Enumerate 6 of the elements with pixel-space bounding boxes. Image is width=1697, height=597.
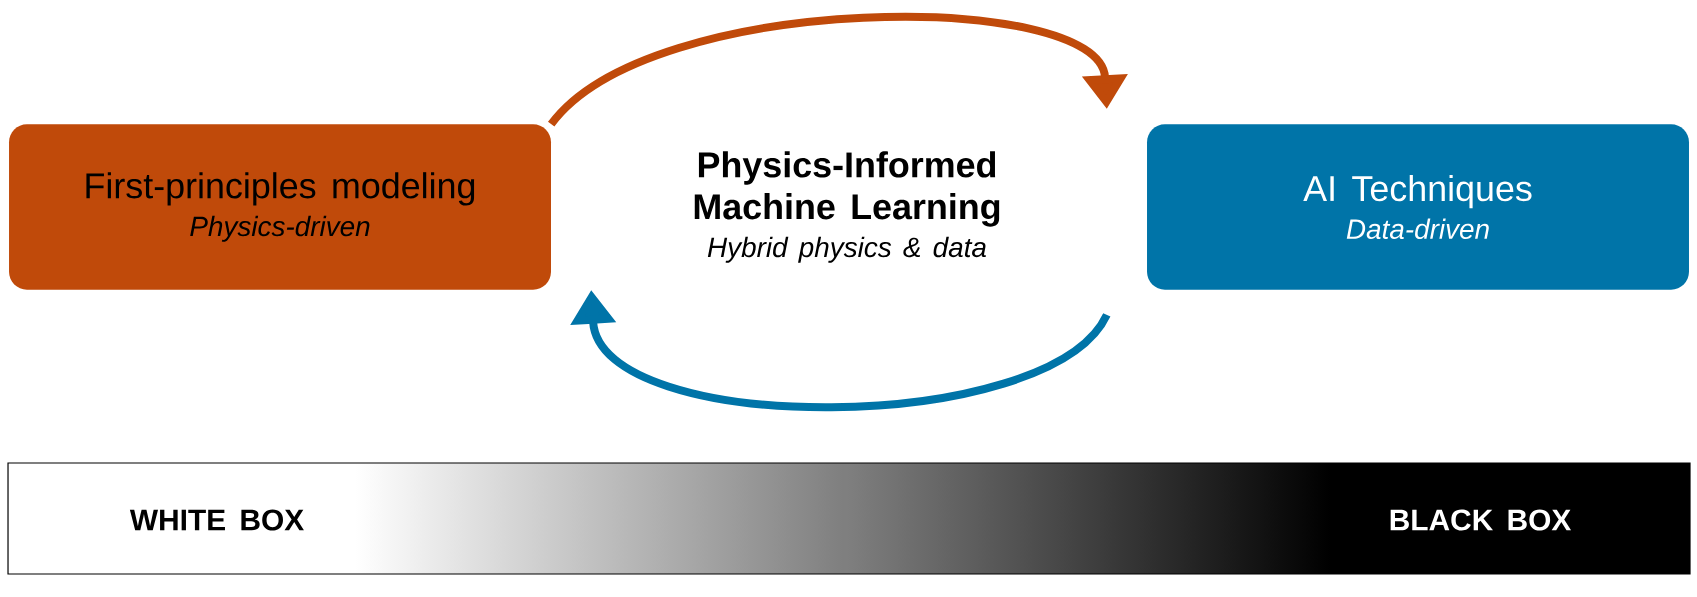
- center-text: Physics-Informed Machine Learning Hybrid physics & data: [694, 151, 1000, 263]
- curved-arrow: [548, 13, 1128, 127]
- process-box: AI Techniques Data-driven: [1147, 124, 1689, 290]
- scale-label: WHITE BOX: [129, 509, 304, 531]
- scale-label: BLACK BOX: [1390, 509, 1572, 531]
- process-box: First-principles modeling Physics-driven: [9, 124, 551, 290]
